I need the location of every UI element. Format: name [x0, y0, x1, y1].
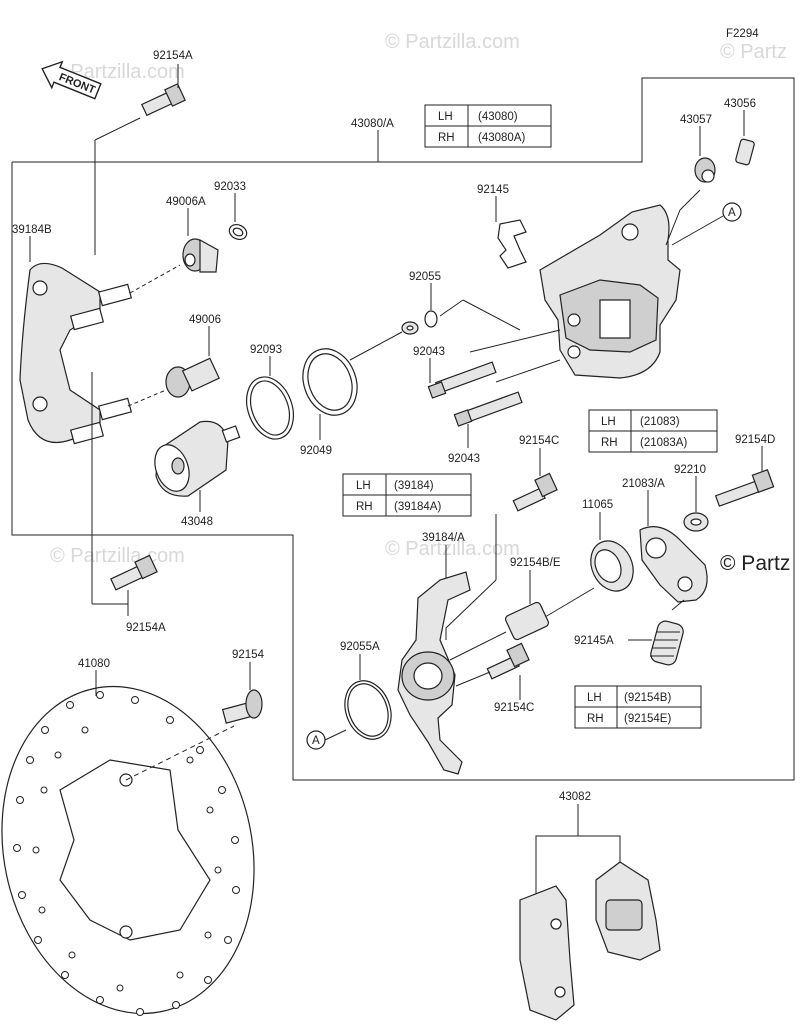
label-21083a: 21083/A [622, 478, 665, 490]
table-cell: (92154B) [624, 692, 671, 704]
watermark: © Partzilla.com [385, 31, 520, 53]
table-cell: RH [601, 437, 618, 449]
label-92154b-e: 92154B/E [510, 557, 561, 569]
label-43080a: 43080/A [351, 118, 394, 130]
label-43056: 43056 [724, 98, 756, 110]
label-43082: 43082 [559, 791, 591, 803]
lever-21083 [639, 490, 708, 603]
table-92154: LH (92154B) RH (92154E) [574, 685, 702, 729]
caliper-assembly-frame [11, 77, 795, 781]
table-cell: LH [601, 416, 616, 428]
washer-92055 [349, 283, 521, 361]
table-cell: RH [587, 713, 604, 725]
figure-code: F2294 [726, 28, 759, 40]
seal-92093 [246, 356, 294, 440]
table-cell: (43080) [478, 111, 518, 123]
watermark: © Partz [720, 41, 787, 63]
reference-a-label: A [728, 207, 736, 219]
bracket-39184a [397, 545, 471, 775]
label-92093: 92093 [250, 344, 282, 356]
label-92154: 92154 [232, 649, 265, 661]
bolt-92154b-e [449, 570, 549, 661]
label-92043-a: 92043 [413, 346, 445, 358]
table-cell: LH [587, 692, 602, 704]
ring-92033 [228, 193, 248, 240]
label-92210: 92210 [674, 464, 706, 476]
label-92154c-top: 92154C [519, 435, 559, 447]
table-cell: (39184) [394, 480, 434, 492]
table-cell: (21083) [640, 416, 680, 428]
label-41080: 41080 [78, 658, 110, 670]
label-92145: 92145 [477, 184, 509, 196]
label-49006a: 49006A [166, 196, 206, 208]
table-21083: LH (21083) RH (21083A) [588, 409, 718, 453]
spring-92145a [628, 599, 685, 666]
table-43080: LH (43080) RH (43080A) [424, 104, 552, 148]
piston-43048 [154, 420, 241, 512]
table-cell: (21083A) [640, 437, 687, 449]
bolt-92154a-top [94, 64, 186, 255]
table-cell: RH [356, 501, 373, 513]
pins-92043 [427, 358, 523, 448]
bolt-92154 [221, 662, 263, 724]
washer-92210 [683, 476, 709, 532]
bolt-92154a-bottom [110, 554, 158, 616]
watermark: © Partzilla.com [385, 538, 520, 560]
label-43048: 43048 [181, 516, 213, 528]
label-92154a-bottom: 92154A [126, 622, 166, 634]
table-cell: (43080A) [478, 132, 525, 144]
brake-disc-41080 [1, 670, 255, 1016]
label-39184b: 39184B [12, 224, 52, 236]
label-92043-b: 92043 [448, 453, 480, 465]
caliper-body [469, 204, 681, 383]
pin-49006 [127, 326, 220, 407]
label-92154a-top: 92154A [153, 50, 193, 62]
table-cell: (39184A) [394, 501, 441, 513]
reference-a-bottom: A [306, 729, 347, 750]
table-cell: LH [438, 111, 453, 123]
bolt-92154d [714, 446, 775, 507]
table-39184: LH (39184) RH (39184A) [342, 473, 472, 517]
watermark: © Partzilla.com [50, 545, 185, 567]
clip-92145 [495, 196, 527, 269]
label-92055: 92055 [409, 271, 441, 283]
watermark-right-edge: © Partz [720, 552, 790, 575]
bleeder-43056 [735, 110, 755, 166]
table-cell: (92154E) [624, 713, 671, 725]
pin-49006a [129, 208, 219, 294]
label-39184a: 39184/A [422, 532, 465, 544]
label-92154d: 92154D [735, 434, 775, 446]
label-11065: 11065 [582, 499, 613, 511]
label-92033: 92033 [214, 181, 246, 193]
bolt-92154c-bottom [455, 642, 530, 700]
label-92154c-bottom: 92154C [494, 702, 534, 714]
oring-92055a [344, 654, 392, 740]
table-cell: LH [356, 480, 371, 492]
bracket-39184b [19, 236, 133, 605]
table-cell: RH [438, 132, 455, 144]
bolt-92154c-top [445, 448, 558, 640]
brake-pads-43082 [519, 804, 661, 1021]
label-92049: 92049 [300, 445, 332, 457]
label-49006: 49006 [189, 314, 221, 326]
cap-43057 [665, 126, 716, 246]
seal-11065 [539, 512, 634, 621]
label-92055a: 92055A [340, 641, 380, 653]
label-43057: 43057 [680, 114, 712, 126]
label-92145a: 92145A [574, 635, 614, 647]
seal-92049 [302, 348, 358, 440]
reference-a-label: A [312, 735, 320, 747]
reference-a-top: A [671, 202, 742, 246]
